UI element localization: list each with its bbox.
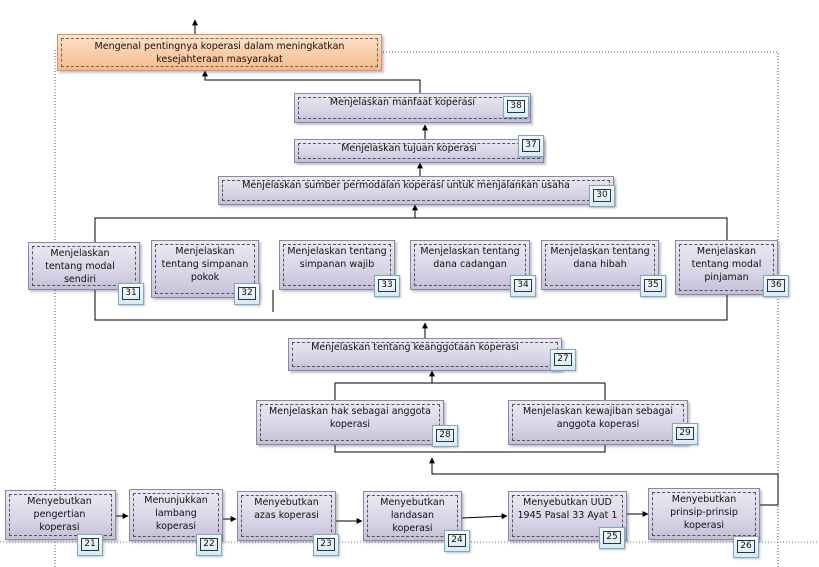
node-30-number: 30: [589, 185, 615, 207]
node-36: Menjelaskan tentang modal pinjaman: [675, 240, 778, 295]
node-38: Menjelaskan manfaat koperasi: [294, 93, 531, 123]
node-37-number: 37: [518, 135, 544, 157]
goal-label: Mengenal pentingnya koperasi dalam menin…: [94, 41, 345, 65]
node-25-label: Menyebutkan UUD 1945 Pasal 33 Ayat 1: [517, 497, 618, 521]
node-22-label: Menunjukkan lambang koperasi: [144, 495, 208, 532]
node-26-number: 26: [733, 536, 759, 558]
node-36-label: Menjelaskan tentang modal pinjaman: [691, 246, 762, 283]
node-28: Menjelaskan hak sebagai anggota koperasi: [256, 400, 444, 445]
node-24-label: Menyebutkan landasan koperasi: [380, 497, 445, 534]
node-38-label: Menjelaskan manfaat koperasi: [329, 97, 476, 108]
node-37: Menjelaskan tujuan koperasi: [294, 139, 544, 163]
node-22-number: 22: [196, 534, 222, 556]
node-22: Menunjukkan lambang koperasi: [129, 489, 223, 541]
node-28-label: Menjelaskan hak sebagai anggota koperasi: [269, 406, 431, 430]
node-34: Menjelaskan tentang dana cadangan: [410, 240, 530, 290]
node-29-number: 29: [672, 423, 698, 445]
node-21: Menyebutkan pengertian koperasi: [5, 490, 116, 540]
node-31-number: 31: [118, 283, 144, 305]
node-36-number: 36: [763, 275, 789, 297]
node-30: Menjelaskan sumber permodalan koperasi u…: [218, 176, 614, 205]
node-31-label: Menjelaskan tentang modal sendiri: [45, 248, 115, 285]
node-35-number: 35: [640, 275, 666, 297]
node-27-label: Menjelaskan tentang keanggotaan koperasi: [311, 342, 519, 353]
node-37-label: Menjelaskan tujuan koperasi: [341, 143, 477, 154]
node-28-number: 28: [432, 425, 458, 447]
node-27: Menjelaskan tentang keanggotaan koperasi: [288, 338, 562, 371]
node-34-number: 34: [510, 275, 536, 297]
node-29: Menjelaskan kewajiban sebagai anggota ko…: [508, 400, 688, 445]
node-38-number: 38: [503, 96, 529, 118]
node-30-label: Menjelaskan sumber permodalan koperasi u…: [242, 180, 570, 191]
node-26: Menyebutkan prinsip-prinsip koperasi: [648, 488, 760, 540]
node-26-label: Menyebutkan prinsip-prinsip koperasi: [670, 494, 738, 531]
goal-box: Mengenal pentingnya koperasi dalam menin…: [57, 34, 382, 71]
node-34-label: Menjelaskan tentang dana cadangan: [420, 246, 520, 270]
node-35-label: Menjelaskan tentang dana hibah: [550, 246, 650, 270]
node-33-number: 33: [374, 275, 400, 297]
node-32-label: Menjelaskan tentang simpanan pokok: [161, 246, 249, 283]
node-23-label: Menyebutkan azas koperasi: [254, 497, 319, 521]
node-32-number: 32: [234, 283, 260, 305]
node-27-number: 27: [550, 349, 576, 371]
node-33-label: Menjelaskan tentang simpanan wajib: [287, 246, 387, 270]
node-21-label: Menyebutkan pengertian koperasi: [27, 496, 92, 533]
node-23-number: 23: [313, 534, 339, 556]
node-24-number: 24: [444, 530, 470, 552]
node-25-number: 25: [599, 527, 625, 549]
node-21-number: 21: [77, 534, 103, 556]
node-29-label: Menjelaskan kewajiban sebagai anggota ko…: [522, 406, 674, 430]
